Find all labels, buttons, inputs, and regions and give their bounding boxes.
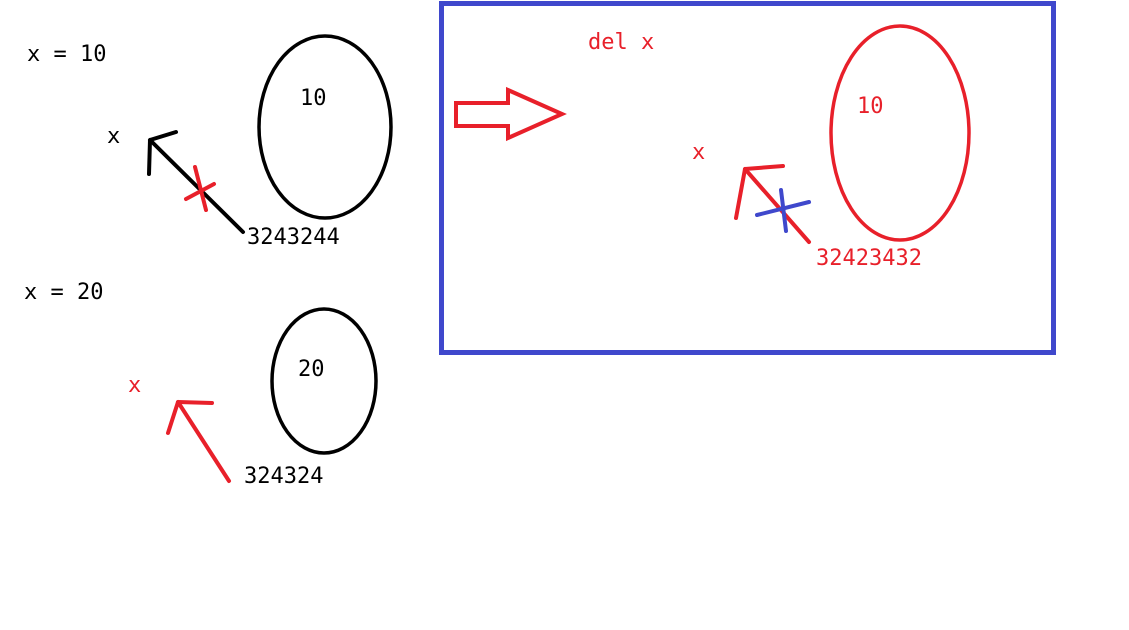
cross-mark-icon <box>755 188 811 233</box>
object-10-ellipse <box>257 34 393 220</box>
assign-10-label: x = 10 <box>27 42 106 67</box>
pointer-arrow-icon <box>147 130 245 234</box>
object-10-value-deleted: 10 <box>857 94 884 119</box>
object-10-address-deleted: 32423432 <box>816 246 922 271</box>
assign-20-label: x = 20 <box>24 280 103 305</box>
var-x-label-3: x <box>692 140 705 165</box>
object-10-value: 10 <box>300 86 327 111</box>
object-20-value: 20 <box>298 357 325 382</box>
object-10-address: 3243244 <box>247 225 340 250</box>
object-20-address: 324324 <box>244 464 323 489</box>
var-x-label-2: x <box>128 373 141 398</box>
object-20-ellipse <box>270 307 378 455</box>
pointer-arrow-icon <box>734 164 811 244</box>
del-panel-frame <box>439 1 1056 355</box>
var-x-label-1: x <box>107 124 120 149</box>
del-statement: del x <box>588 30 654 55</box>
object-10-ellipse-deleted <box>829 24 971 242</box>
pointer-arrow-icon <box>166 400 231 483</box>
cross-mark-icon <box>184 165 216 212</box>
block-arrow-icon <box>454 86 567 142</box>
